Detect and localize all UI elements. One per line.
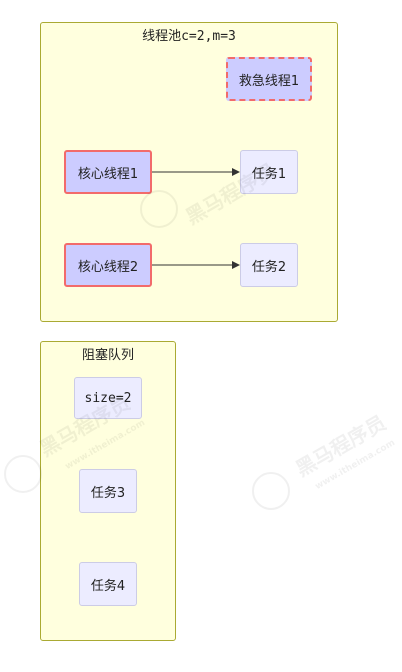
- watermark-logo-icon: [4, 455, 42, 493]
- core-thread-2-label: 核心线程2: [77, 259, 139, 275]
- task-2-label: 任务2: [251, 259, 287, 275]
- queue-size-label: size=2: [84, 390, 132, 406]
- task-3-node: 任务3: [79, 469, 137, 513]
- task-2-node: 任务2: [240, 243, 298, 287]
- core-thread-2-node: 核心线程2: [64, 243, 152, 287]
- core-thread-1-label: 核心线程1: [77, 166, 139, 182]
- queue-size-node: size=2: [74, 377, 142, 419]
- task-3-label: 任务3: [90, 485, 126, 501]
- task-1-label: 任务1: [251, 166, 287, 182]
- watermark-subtext: www.itheima.com: [313, 438, 397, 492]
- emergency-thread-1-label: 救急线程1: [238, 73, 300, 89]
- emergency-thread-1-node: 救急线程1: [226, 57, 312, 101]
- blocking-queue-title: 阻塞队列: [81, 348, 134, 363]
- watermark-logo-icon: [252, 472, 290, 510]
- task-4-node: 任务4: [79, 562, 137, 606]
- task-1-node: 任务1: [240, 150, 298, 194]
- watermark-text: 黑马程序员: [291, 410, 391, 482]
- task-4-label: 任务4: [90, 578, 126, 594]
- core-thread-1-node: 核心线程1: [64, 150, 152, 194]
- thread-pool-title: 线程池c=2,m=3: [142, 29, 236, 44]
